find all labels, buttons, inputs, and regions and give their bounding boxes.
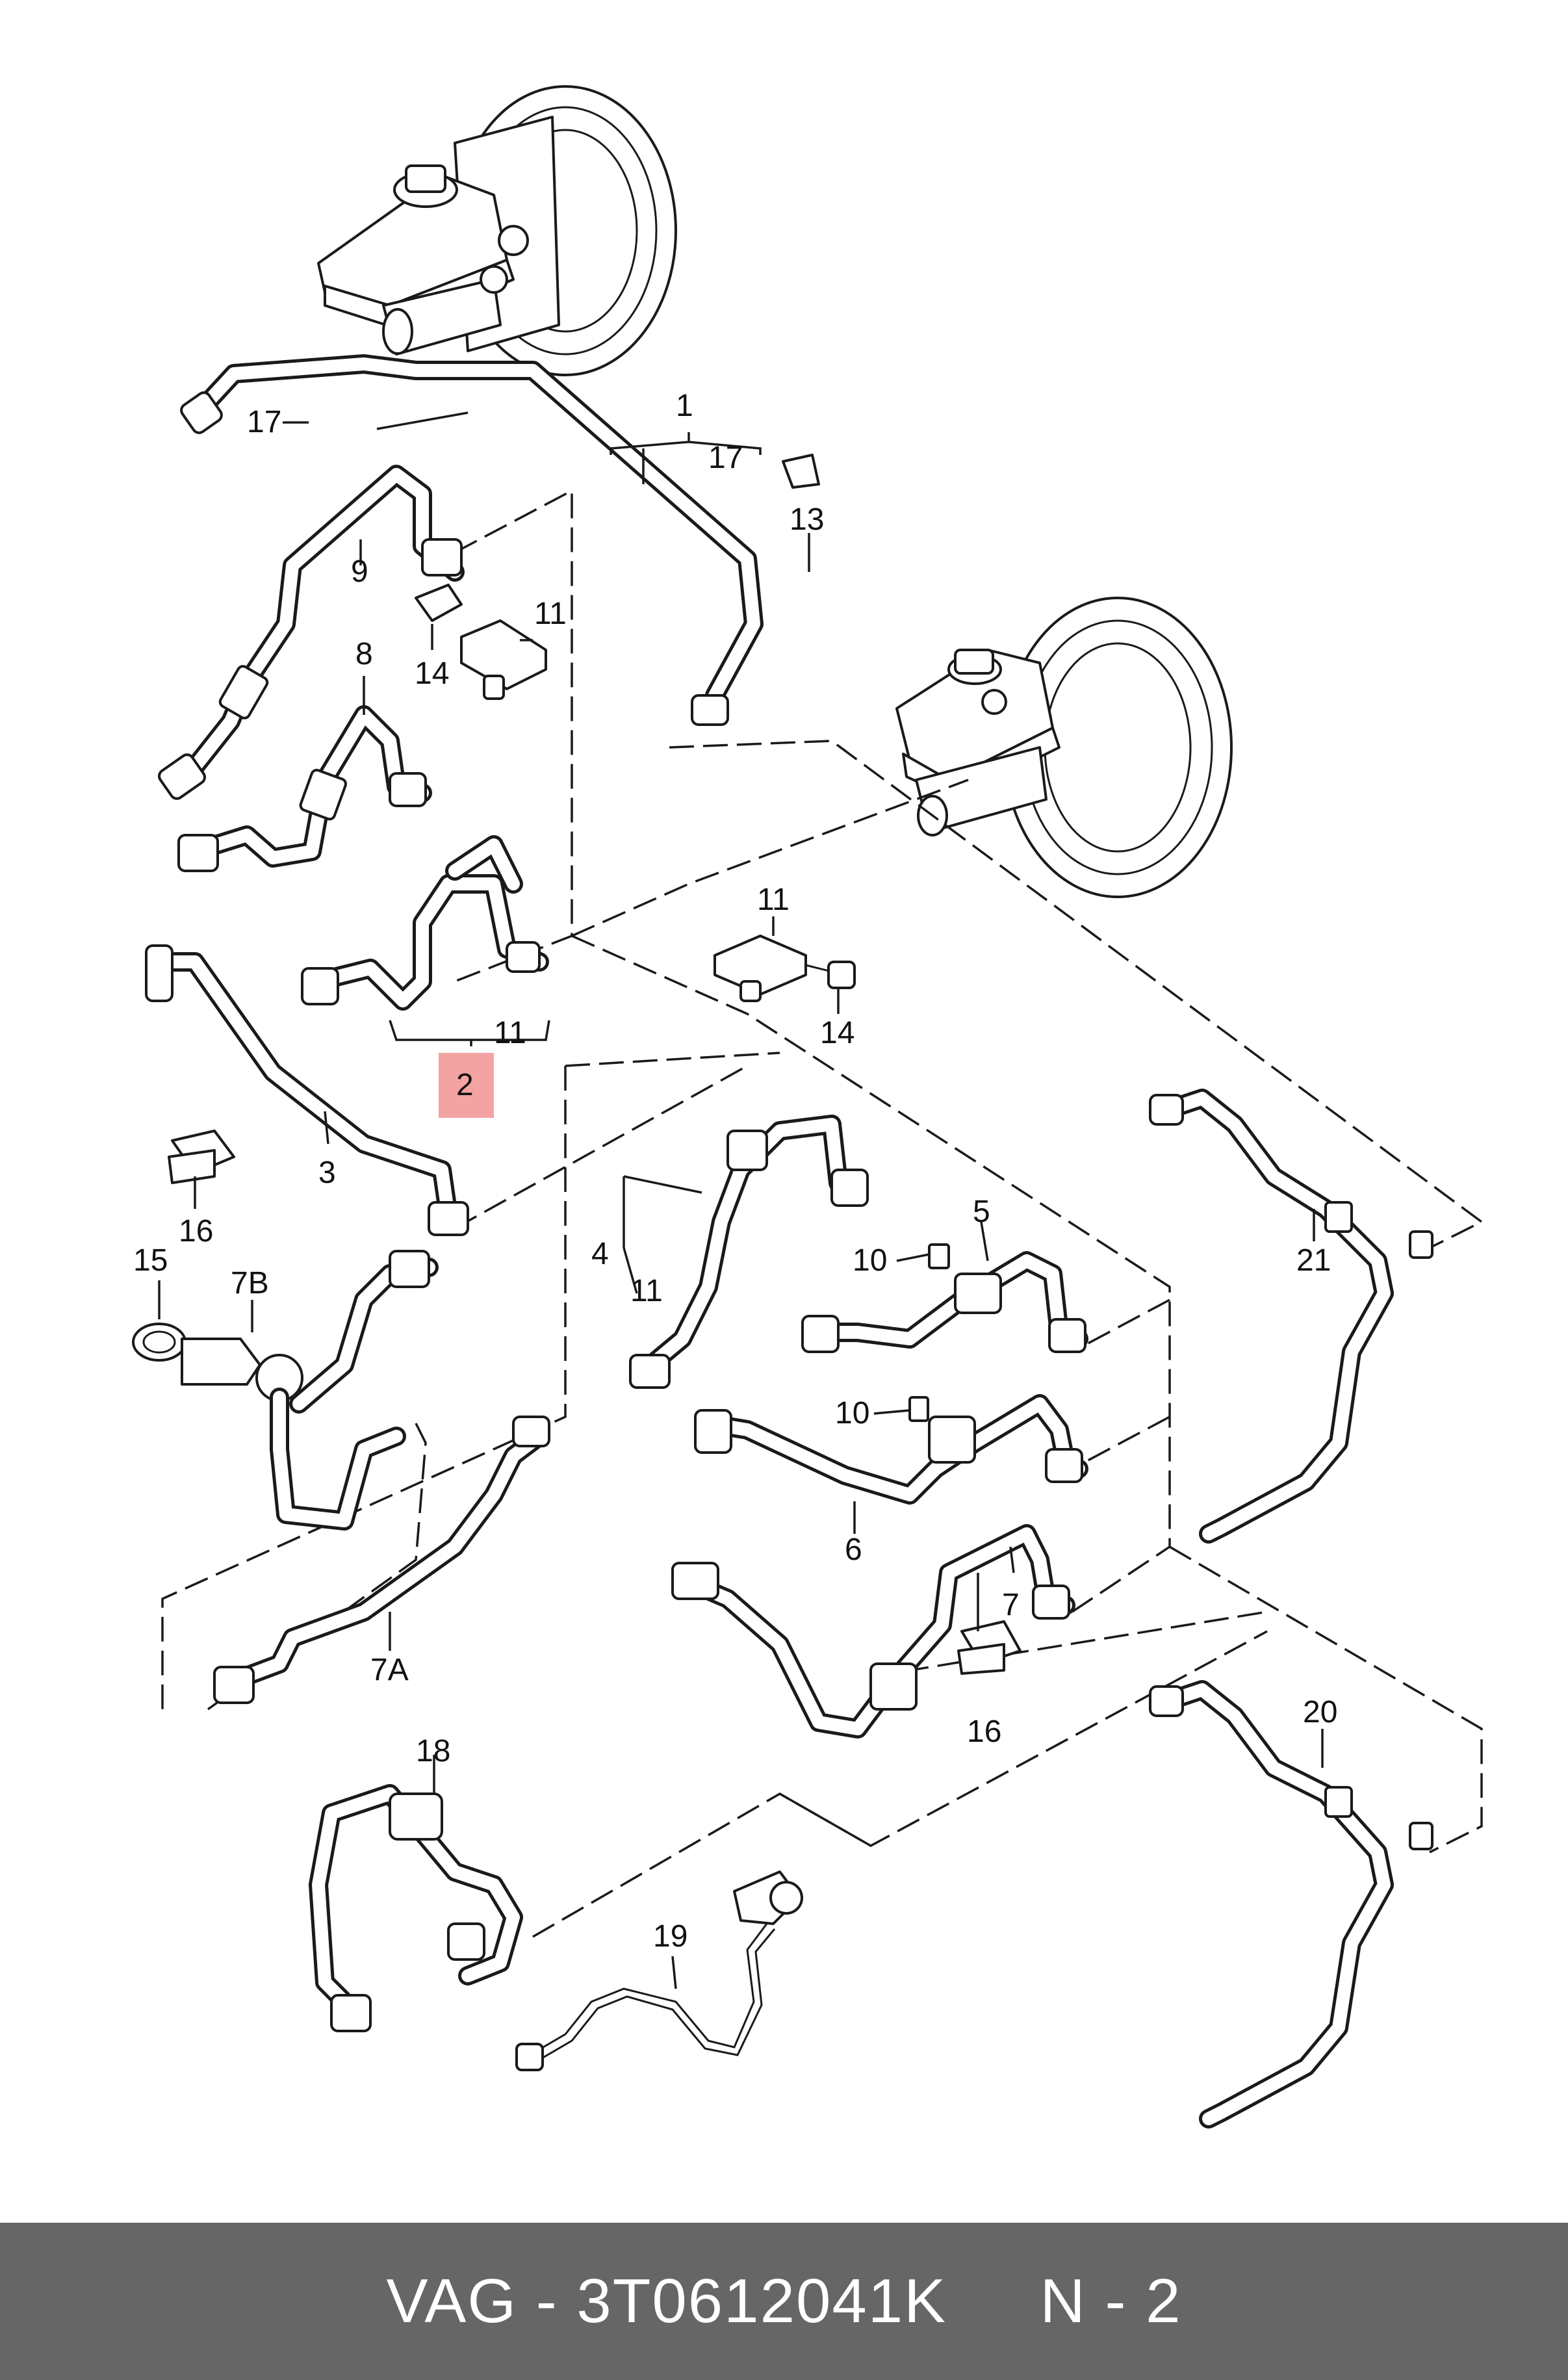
callout-16b: 16 [967, 1714, 1001, 1749]
callout-20: 20 [1303, 1695, 1337, 1729]
hose-7 [671, 1524, 1075, 1739]
callout-5: 5 [973, 1195, 990, 1229]
callout-6: 6 [845, 1533, 862, 1567]
callout-11b: 11 [494, 1016, 526, 1050]
callout-10b: 10 [835, 1396, 869, 1430]
callout-15: 15 [133, 1243, 168, 1278]
callout-11d: 11 [630, 1274, 663, 1308]
callout-3: 3 [318, 1156, 336, 1190]
footer-bar: VAG - 3T0612041K N - 2 [0, 2223, 1568, 2380]
callout-16a: 16 [179, 1214, 213, 1248]
hose-8 [177, 705, 432, 872]
hose-21 [1149, 1089, 1433, 1544]
hose-2 [301, 835, 549, 1011]
callout-labels: 1 17 17 13 9 11 14 8 11 2 11 14 3 16 15 … [133, 389, 1337, 1954]
callout-1: 1 [676, 389, 693, 423]
highlight-box [439, 1053, 494, 1118]
hose-4 [629, 1115, 869, 1389]
callout-17b: 17 [708, 441, 743, 475]
hose-18 [309, 1784, 523, 2032]
callout-11a: 11 [534, 597, 567, 631]
callout-7: 7 [1002, 1588, 1020, 1622]
hose-1 [180, 354, 764, 726]
callout-9: 9 [351, 554, 368, 589]
callout-18: 18 [416, 1734, 450, 1768]
assembly-dash-lines [161, 489, 1484, 1938]
hose-5 [801, 1243, 1088, 1353]
hose-7A [213, 1416, 550, 1704]
callout-17a: 17 [247, 405, 281, 439]
part-number-text: VAG - 3T0612041K N - 2 [386, 2266, 1182, 2336]
hose-3 [145, 944, 469, 1236]
parts-diagram: 1 17 17 13 9 11 14 8 11 2 11 14 3 16 15 … [132, 85, 1484, 2128]
callout-13: 13 [790, 502, 824, 537]
hose-20 [1149, 1680, 1433, 2128]
hose-9 [158, 465, 465, 800]
brake-booster-top [317, 85, 677, 376]
pressure-sensor-11-mid [713, 935, 856, 1002]
callout-21: 21 [1296, 1243, 1331, 1278]
callout-14a: 14 [415, 656, 449, 691]
callout-19: 19 [653, 1919, 688, 1954]
callout-7B: 7B [231, 1266, 269, 1300]
callout-10a: 10 [853, 1243, 887, 1278]
callout-4: 4 [591, 1237, 609, 1271]
clips [132, 454, 1022, 1675]
leader-lines [158, 411, 1324, 1989]
callout-8: 8 [355, 637, 373, 671]
callout-11c: 11 [757, 883, 790, 917]
callout-7A: 7A [370, 1653, 409, 1687]
pressure-sensor-11-top [415, 584, 547, 700]
callout-14b: 14 [820, 1016, 855, 1050]
callout-2: 2 [456, 1068, 474, 1102]
brake-booster-right [895, 597, 1233, 898]
hose-6 [694, 1394, 1088, 1505]
hose-19 [515, 1870, 803, 2071]
hose-7B [181, 1250, 439, 1531]
